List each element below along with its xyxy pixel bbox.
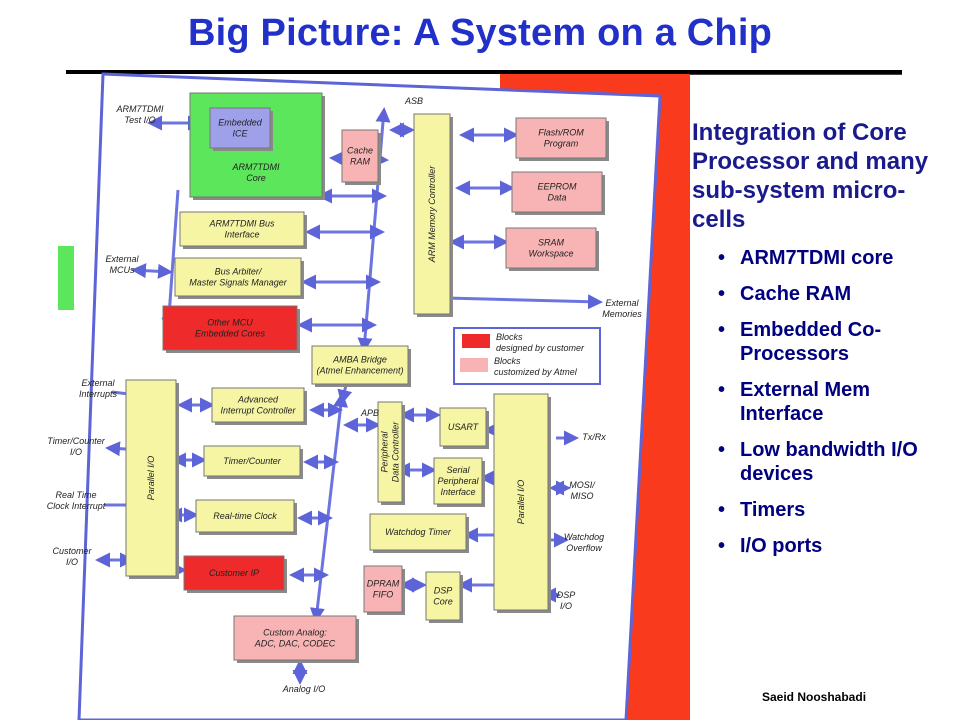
custom-analog-block-label: Custom Analog:ADC, DAC, CODEC — [254, 628, 336, 649]
custom-analog-block: Custom Analog:ADC, DAC, CODEC — [233, 615, 359, 663]
analog-io-label: Analog I/O — [282, 684, 326, 694]
watchdog-timer-block: Watchdog Timer — [369, 513, 469, 553]
bullet-item: ARM7TDMI core — [718, 246, 954, 270]
slide-title: Big Picture: A System on a Chip — [187, 12, 773, 54]
real-time-clock-block-label: Real-time Clock — [213, 511, 277, 521]
mosi-miso-label: MOSI/MISO — [569, 480, 596, 501]
title-rule — [66, 70, 902, 74]
asb-label: ASB — [404, 96, 423, 106]
timer-counter-block: Timer/Counter — [203, 445, 303, 479]
summary-heading: Integration of Core Processor and many s… — [692, 119, 929, 233]
summary-bullet-list: ARM7TDMI core Cache RAM Embedded Co-Proc… — [692, 246, 954, 558]
customer-ip-block-label: Customer IP — [209, 568, 259, 578]
title-rule-thin — [690, 74, 902, 75]
bus-arbiter-block: Bus Arbiter/Master Signals Manager — [174, 257, 304, 299]
memory-controller-block-label: ARM Memory Controller — [427, 165, 437, 264]
bus-arrow — [337, 384, 353, 405]
pdc-block: PeripheralData Controller — [377, 401, 405, 505]
usart-block: USART — [439, 407, 489, 449]
watchdog-timer-block-label: Watchdog Timer — [385, 527, 452, 537]
bullet-item: Embedded Co-Processors — [718, 318, 954, 366]
external-memory-arrow — [445, 294, 603, 310]
bullet-item: Timers — [718, 498, 954, 522]
usart-block-label: USART — [448, 422, 480, 432]
parallel-io-right-block-label: Parallel I/O — [516, 480, 526, 525]
green-marker — [58, 246, 74, 310]
legend — [453, 327, 601, 385]
customer-ip-block: Customer IP — [183, 555, 287, 593]
txrx-label: Tx/Rx — [582, 432, 606, 442]
timer-counter-block-label: Timer/Counter — [223, 456, 281, 466]
bullet-item: Low bandwidth I/O devices — [718, 438, 954, 486]
amba-bridge-block: AMBA Bridge(Atmel Enhancement) — [311, 345, 411, 387]
bullet-item: External Mem Interface — [718, 378, 954, 426]
bullet-item: Cache RAM — [718, 282, 954, 306]
parallel-io-left-block-label: Parallel I/O — [146, 456, 156, 501]
bullet-item: I/O ports — [718, 534, 954, 558]
amba-bridge-block-label: AMBA Bridge(Atmel Enhancement) — [316, 355, 403, 376]
parallel-io-left-block: Parallel I/O — [125, 379, 179, 579]
pdc-block-label: PeripheralData Controller — [380, 421, 401, 483]
legend-swatch-atmel — [460, 358, 488, 372]
apb-label: APB — [360, 408, 379, 418]
parallel-io-right-block: Parallel I/O — [493, 393, 551, 613]
real-time-clock-block: Real-time Clock — [195, 499, 297, 535]
author-footer: Saeid Nooshabadi — [762, 690, 867, 704]
apb-bus-arrow — [309, 392, 349, 623]
memory-controller-block: ARM Memory Controller — [413, 113, 453, 317]
bus-arrow — [131, 263, 173, 279]
summary-panel: Integration of Core Processor and many s… — [692, 118, 954, 558]
legend-swatch-customer — [462, 334, 490, 348]
bus-arbiter-block-label: Bus Arbiter/Master Signals Manager — [189, 267, 288, 288]
